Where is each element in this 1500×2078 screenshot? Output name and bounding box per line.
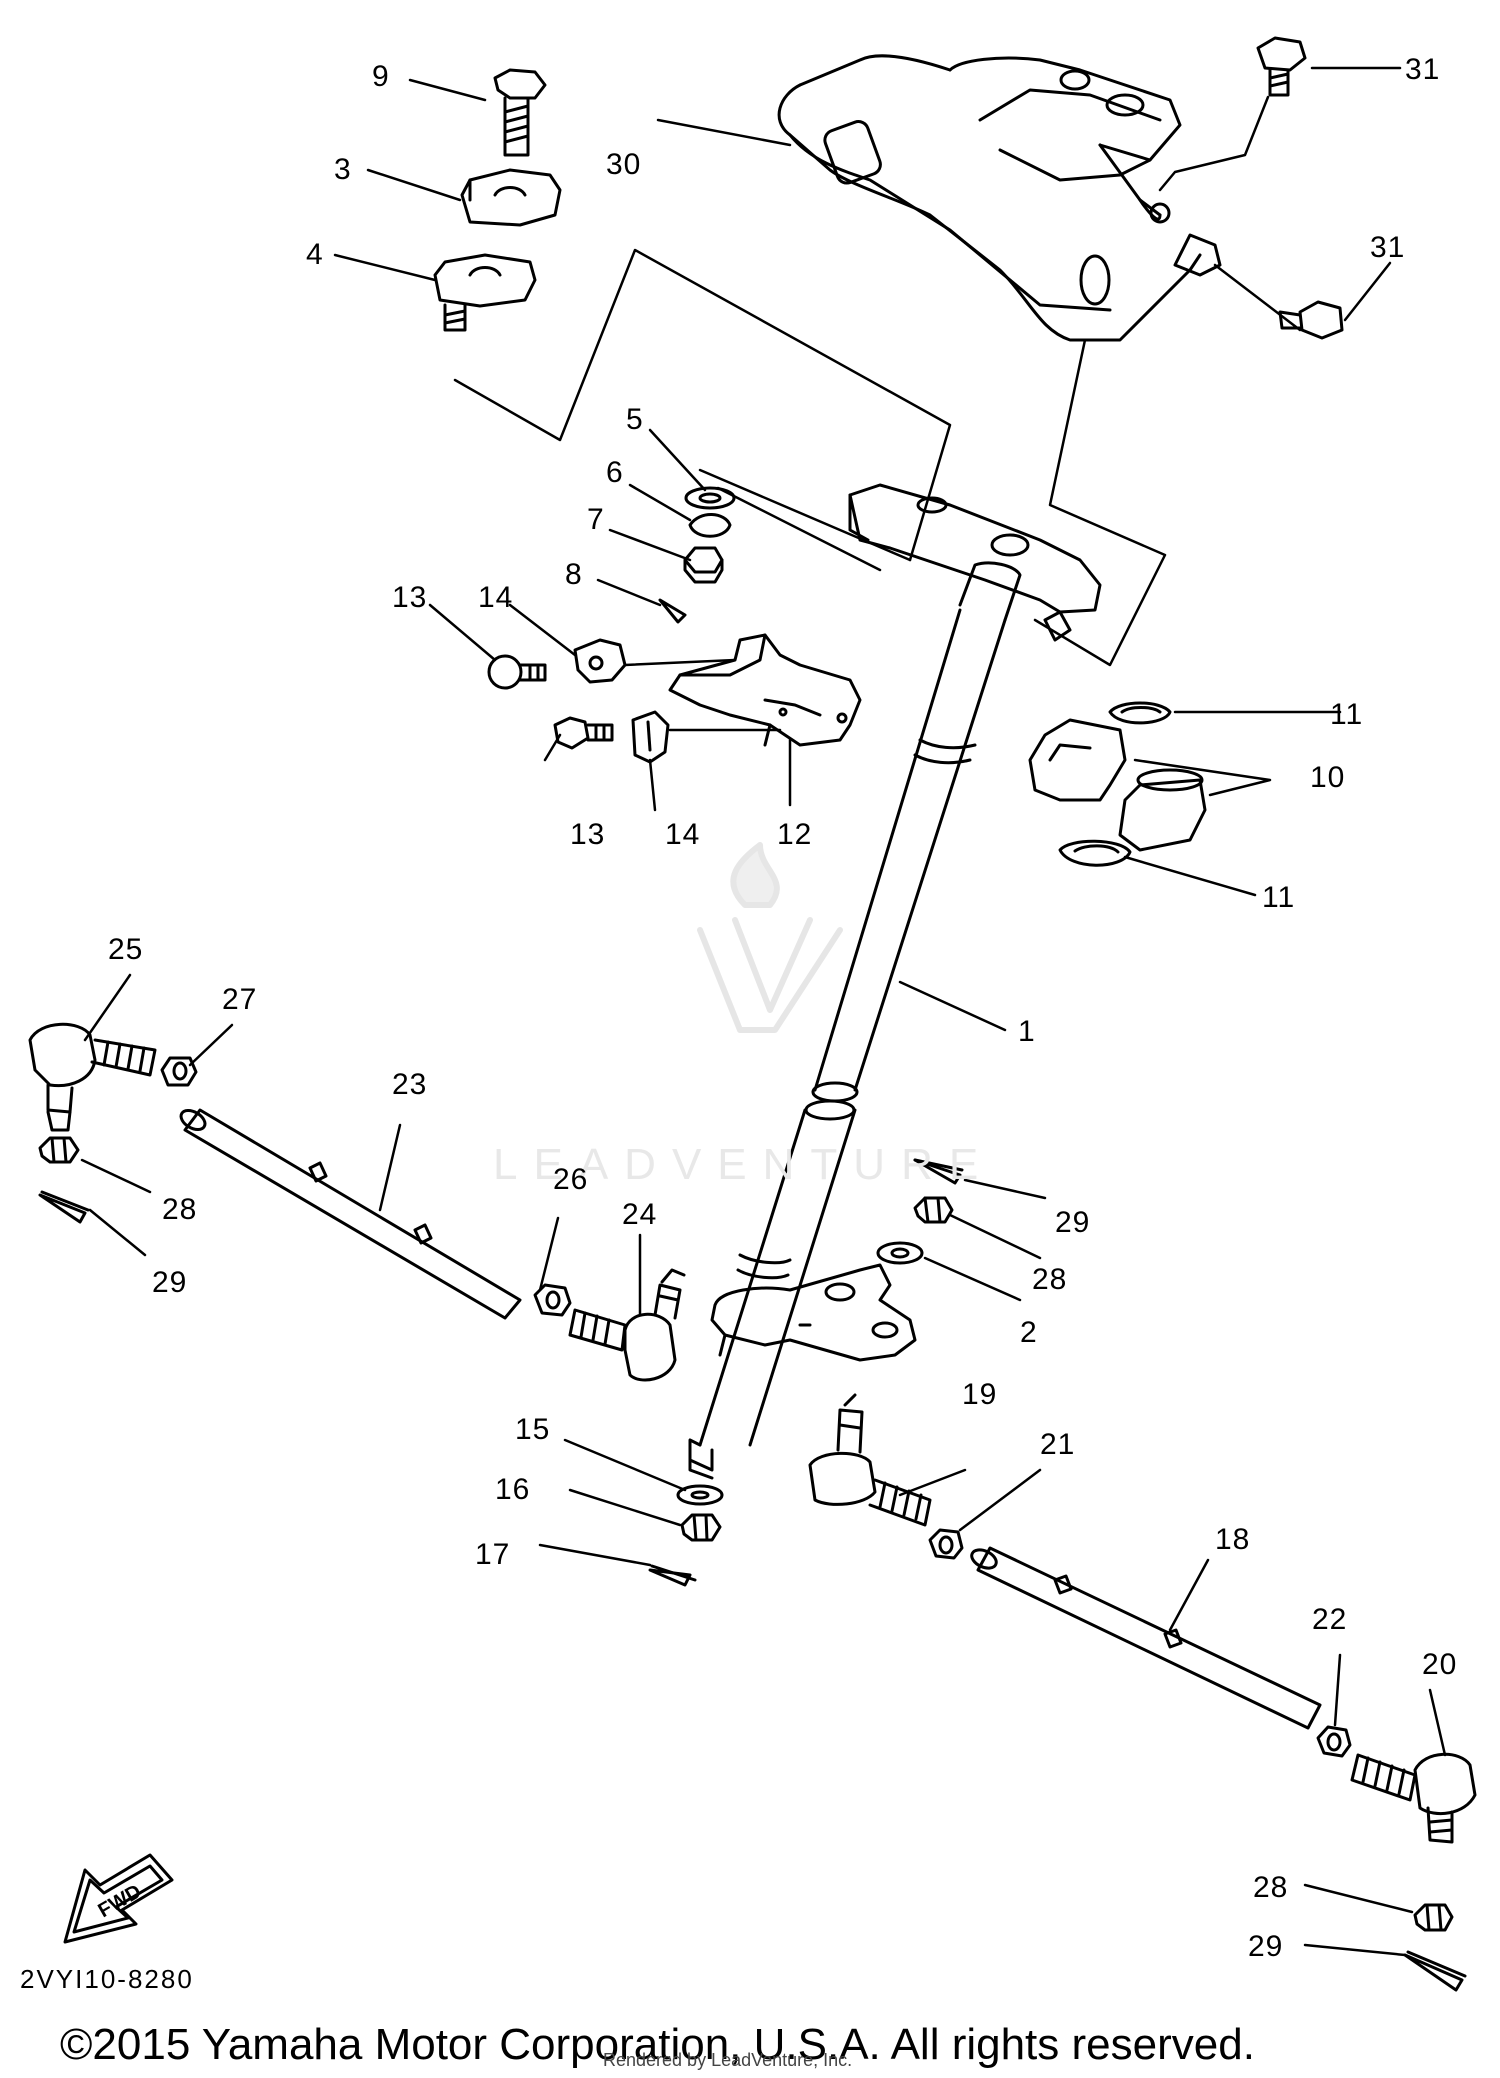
tie-rod-end-left <box>28 1022 157 1132</box>
nut-21 <box>928 1528 964 1560</box>
castle-nut-28-right <box>1413 1903 1454 1932</box>
callout-8: 8 <box>565 558 583 591</box>
fwd-label: FWD <box>95 1880 145 1922</box>
holder-bolt <box>493 68 547 157</box>
washer-15 <box>676 1484 724 1506</box>
callout-30: 30 <box>606 148 642 181</box>
castle-nut-16 <box>680 1513 722 1542</box>
handlebar-bolt-side <box>1278 300 1344 340</box>
callout-18: 18 <box>1215 1523 1251 1556</box>
callout-28-right: 28 <box>1253 1871 1289 1904</box>
callout-31-top: 31 <box>1405 53 1441 86</box>
callout-12: 12 <box>777 818 813 851</box>
tie-rod-left <box>179 1108 522 1320</box>
callout-28-center: 28 <box>1032 1263 1068 1296</box>
nut-7 <box>683 546 724 584</box>
washer-5 <box>684 486 736 510</box>
callout-3: 3 <box>334 153 352 186</box>
callout-22: 22 <box>1312 1603 1348 1636</box>
callout-27: 27 <box>222 983 258 1016</box>
callout-25: 25 <box>108 933 144 966</box>
callout-17: 17 <box>475 1538 511 1571</box>
column-bushing <box>1028 718 1207 852</box>
holder-bolt-13-lower <box>553 716 614 750</box>
callout-10: 10 <box>1310 761 1346 794</box>
washer-2 <box>876 1241 924 1265</box>
lockwasher-6 <box>688 513 732 538</box>
tie-rod-end-center-right <box>808 1393 932 1527</box>
nut-27 <box>160 1056 198 1087</box>
callout-29-center: 29 <box>1055 1206 1091 1239</box>
callout-13-lower: 13 <box>570 818 606 851</box>
callout-7: 7 <box>587 503 605 536</box>
callout-23: 23 <box>392 1068 428 1101</box>
tie-rod-right <box>970 1546 1322 1730</box>
callout-14-lower: 14 <box>665 818 701 851</box>
castle-nut-28-left <box>38 1136 80 1164</box>
upper-handlebar-holder <box>460 168 562 227</box>
holder-bolt-13-upper <box>487 654 547 690</box>
cotter-pin-29-left <box>38 1190 90 1224</box>
handlebar <box>777 54 1222 342</box>
lower-handlebar-holder <box>433 253 537 332</box>
nut-26 <box>533 1283 572 1317</box>
callout-19: 19 <box>962 1378 998 1411</box>
tie-rod-end-right <box>1350 1752 1477 1844</box>
watermark-text: LEADVENTURE <box>493 1140 995 1189</box>
callout-11-upper: 11 <box>1330 698 1364 731</box>
shim-lower <box>1058 839 1132 867</box>
callout-4: 4 <box>306 238 324 271</box>
callout-28-left: 28 <box>162 1193 198 1226</box>
assembly-lines <box>453 248 1167 667</box>
callout-2: 2 <box>1020 1316 1038 1349</box>
callout-6: 6 <box>606 456 624 489</box>
callout-14-upper: 14 <box>478 581 514 614</box>
watermark-logo <box>697 842 843 1033</box>
diagram-code: 2VYI10-8280 <box>20 1964 194 1994</box>
copyright-notice: ©2015 Yamaha Motor Corporation, U.S.A. A… <box>60 2020 1255 2069</box>
shim-upper <box>1108 701 1172 725</box>
callout-15: 15 <box>515 1413 551 1446</box>
callout-29-left: 29 <box>152 1266 188 1299</box>
callout-24: 24 <box>622 1198 658 1231</box>
callout-16: 16 <box>495 1473 531 1506</box>
fwd-arrow-icon <box>63 1853 174 1944</box>
rendered-by: Rendered by LeadVenture, Inc. <box>603 2050 853 2070</box>
castle-nut-28-center <box>913 1196 954 1224</box>
handlebar-bolt-top <box>1256 36 1307 97</box>
nut-22 <box>1316 1725 1352 1758</box>
column-upper-bracket <box>848 483 1102 642</box>
callout-21: 21 <box>1040 1428 1076 1461</box>
callout-5: 5 <box>626 403 644 436</box>
callout-26: 26 <box>553 1163 589 1196</box>
cotter-pin-29-center <box>913 1158 964 1185</box>
cotter-pin-17 <box>648 1564 697 1587</box>
callout-13-upper: 13 <box>392 581 428 614</box>
column-holder <box>668 633 862 747</box>
pitman-arm <box>710 1263 917 1362</box>
tie-rod-end-center-left <box>568 1268 686 1382</box>
callout-20: 20 <box>1422 1648 1458 1681</box>
collar-upper <box>573 638 627 684</box>
callout-11-lower: 11 <box>1262 881 1296 914</box>
callout-31-side: 31 <box>1370 231 1406 264</box>
callout-1: 1 <box>1018 1015 1036 1048</box>
steering-column <box>688 561 1022 1480</box>
callout-29-right: 29 <box>1248 1930 1284 1963</box>
cotter-pin-8 <box>658 598 687 624</box>
collar-lower <box>631 710 670 764</box>
callout-9: 9 <box>372 60 390 93</box>
leader-lines <box>80 66 1447 1957</box>
cotter-pin-29-right <box>1403 1950 1467 1992</box>
